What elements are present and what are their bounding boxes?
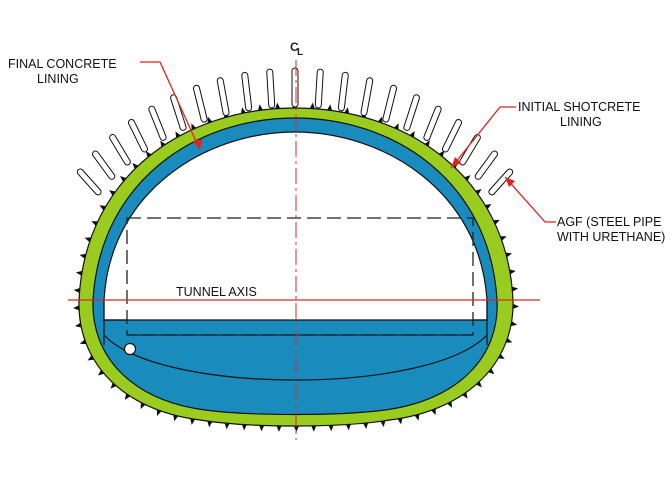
rock-bolt-icon xyxy=(132,163,139,170)
rock-bolt-icon xyxy=(124,393,131,400)
rock-bolt-icon xyxy=(512,303,520,309)
rock-bolt-icon xyxy=(438,150,445,157)
rock-bolt-icon xyxy=(224,423,230,430)
rock-bolt-icon xyxy=(145,151,152,158)
structure-gauge-dashed xyxy=(126,217,474,336)
agf-pipe-icon xyxy=(474,150,498,180)
rock-bolt-icon xyxy=(498,353,505,360)
agf-pipe-icon xyxy=(314,68,324,109)
rock-bolt-icon xyxy=(79,253,86,259)
arrowhead-agf xyxy=(505,177,515,187)
rock-bolt-icon xyxy=(160,140,166,148)
agf-pipe-icon xyxy=(266,68,276,109)
rock-bolt-icon xyxy=(75,270,83,276)
rock-bolt-icon xyxy=(424,140,430,147)
leader-final-concrete xyxy=(140,61,201,151)
rock-bolt-icon xyxy=(475,381,482,388)
rock-bolt-icon xyxy=(509,269,516,275)
rock-bolt-icon xyxy=(511,286,519,292)
label-tunnel-axis: TUNNEL AXIS xyxy=(176,285,257,299)
rock-bolt-icon xyxy=(99,205,106,211)
label-final-concrete-lining: FINAL CONCRETE LINING xyxy=(8,57,117,86)
rock-bolt-icon xyxy=(475,189,482,195)
agf-pipe-icon xyxy=(382,84,398,123)
rock-bolt-icon xyxy=(345,424,351,431)
leader-shotcrete xyxy=(450,106,516,169)
rock-bolt-icon xyxy=(344,107,350,114)
rock-bolt-icon xyxy=(328,425,334,432)
rock-bolt-icon xyxy=(173,414,179,422)
agf-pipe-icon xyxy=(109,133,131,166)
agf-pipe-icon xyxy=(127,118,149,153)
rock-bolt-icon xyxy=(505,252,512,258)
agf-pipe-icon xyxy=(441,118,463,153)
rock-bolt-icon xyxy=(73,305,80,311)
agf-pipe-icon xyxy=(170,94,187,131)
agf-pipe-icon xyxy=(216,77,230,117)
agf-pipe-icon xyxy=(241,71,253,112)
centerline-symbol-sub: L xyxy=(297,47,304,58)
rock-bolt-icon xyxy=(464,175,471,181)
agf-pipe-icon xyxy=(459,133,481,166)
rock-bolt-icon xyxy=(311,425,317,432)
agf-pipe-icon xyxy=(488,168,514,196)
rock-bolt-icon xyxy=(110,382,117,389)
leader-agf xyxy=(504,176,556,223)
drain-pipe-icon xyxy=(123,342,137,356)
arrowhead-final-concrete xyxy=(193,139,202,150)
rock-bolt-icon xyxy=(120,176,127,182)
rock-bolt-icon xyxy=(97,369,105,376)
agf-pipe-icon xyxy=(92,150,116,180)
rock-bolt-icon xyxy=(309,102,315,109)
label-initial-shotcrete-lining: INITIAL SHOTCRETE LINING xyxy=(518,100,641,129)
invert-arc xyxy=(103,334,488,381)
centerline-symbol: C xyxy=(290,40,299,54)
agf-pipe-icon xyxy=(76,168,102,196)
label-agf: AGF (STEEL PIPE WITH URETHANE) xyxy=(557,215,666,244)
agf-pipe-icon xyxy=(360,77,374,117)
rock-bolt-icon xyxy=(109,190,116,196)
rock-bolt-icon xyxy=(241,424,247,431)
rock-bolt-icon xyxy=(488,368,495,375)
rock-bolt-icon xyxy=(409,131,415,138)
rock-bolt-icon xyxy=(240,107,246,114)
rock-bolt-icon xyxy=(276,425,282,432)
rock-bolt-icon xyxy=(363,422,369,429)
agf-pipe-icon xyxy=(423,105,442,141)
agf-pipe-icon xyxy=(148,105,167,141)
agf-pipe-icon xyxy=(192,84,208,123)
rock-bolt-icon xyxy=(257,104,263,111)
rock-bolt-icon xyxy=(510,321,518,327)
rock-bolt-icon xyxy=(190,418,196,425)
rock-bolt-icon xyxy=(259,425,265,432)
rock-bolt-icon xyxy=(397,418,403,425)
rock-bolt-icon xyxy=(275,102,281,109)
rock-bolt-icon xyxy=(447,401,453,408)
rock-bolt-icon xyxy=(74,322,82,328)
rock-bolt-icon xyxy=(73,102,520,432)
agf-pipe-icon xyxy=(291,67,299,108)
rock-bolt-icon xyxy=(485,204,492,210)
rock-bolt-icon xyxy=(462,392,468,399)
rock-bolt-icon xyxy=(327,104,333,111)
agf-pipe-icon xyxy=(403,94,420,131)
rock-bolt-icon xyxy=(293,425,299,432)
arrowhead-shotcrete xyxy=(451,157,461,168)
rock-bolt-icon xyxy=(73,288,80,294)
rock-bolt-icon xyxy=(175,131,181,138)
rock-bolt-icon xyxy=(207,421,213,428)
agf-pipe-icon xyxy=(337,71,349,112)
rock-bolt-icon xyxy=(87,355,95,361)
rock-bolt-icon xyxy=(380,420,386,427)
